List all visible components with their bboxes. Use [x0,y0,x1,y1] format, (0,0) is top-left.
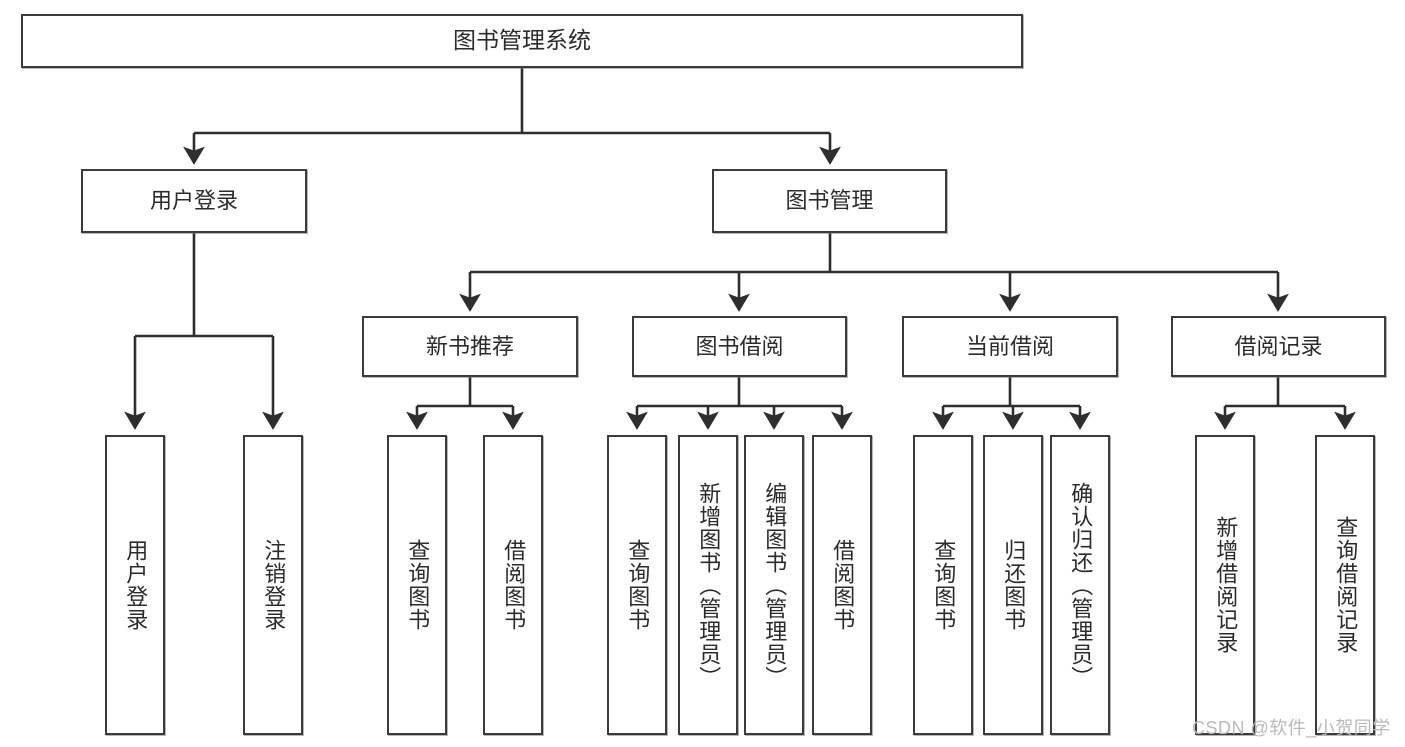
node-leaf-new-book-borrow[interactable]: 借阅图书 [483,435,543,735]
node-leaf-borrow-record-query[interactable]: 查询借阅记录 [1315,435,1375,735]
node-label: 新增图书（管理员） [696,481,722,689]
node-leaf-user-login-signout[interactable]: 注销登录 [243,435,303,735]
node-label: 图书管理系统 [453,27,591,54]
node-leaf-book-borrow-query[interactable]: 查询图书 [607,435,667,735]
node-label: 查询图书 [625,539,651,631]
node-leaf-book-borrow-edit[interactable]: 编辑图书（管理员） [744,435,804,735]
node-leaf-current-borrow-confirm[interactable]: 确认归还（管理员） [1050,435,1110,735]
node-book-borrow[interactable]: 图书借阅 [632,316,847,377]
node-label: 确认归还（管理员） [1068,481,1094,689]
node-label: 查询借阅记录 [1333,516,1359,654]
node-label: 图书借阅 [695,333,784,359]
node-label: 查询图书 [931,539,957,631]
node-label: 新增借阅记录 [1213,516,1239,654]
node-new-book-recommend[interactable]: 新书推荐 [362,316,578,377]
node-leaf-book-borrow-borrow[interactable]: 借阅图书 [812,435,872,735]
node-label: 借阅图书 [830,539,856,631]
node-leaf-book-borrow-add[interactable]: 新增图书（管理员） [678,435,738,735]
node-leaf-borrow-record-add[interactable]: 新增借阅记录 [1195,435,1255,735]
node-leaf-user-login-signin[interactable]: 用户登录 [105,435,165,735]
node-label: 当前借阅 [965,333,1054,359]
node-label: 编辑图书（管理员） [762,481,788,689]
node-label: 借阅记录 [1234,333,1323,359]
node-leaf-current-borrow-return[interactable]: 归还图书 [983,435,1043,735]
node-current-borrow[interactable]: 当前借阅 [902,316,1118,377]
node-user-login[interactable]: 用户登录 [81,169,307,233]
node-root-book-management-system[interactable]: 图书管理系统 [21,14,1023,68]
node-label: 用户登录 [123,539,149,631]
node-leaf-current-borrow-query[interactable]: 查询图书 [913,435,973,735]
node-book-management[interactable]: 图书管理 [712,169,947,233]
node-label: 查询图书 [405,539,431,631]
node-label: 图书管理 [785,188,874,214]
node-borrow-record[interactable]: 借阅记录 [1171,316,1386,377]
node-leaf-new-book-query[interactable]: 查询图书 [387,435,447,735]
node-label: 用户登录 [149,188,238,214]
node-label: 新书推荐 [425,333,514,359]
node-label: 借阅图书 [501,539,527,631]
node-label: 归还图书 [1001,539,1027,631]
node-label: 注销登录 [261,539,287,631]
